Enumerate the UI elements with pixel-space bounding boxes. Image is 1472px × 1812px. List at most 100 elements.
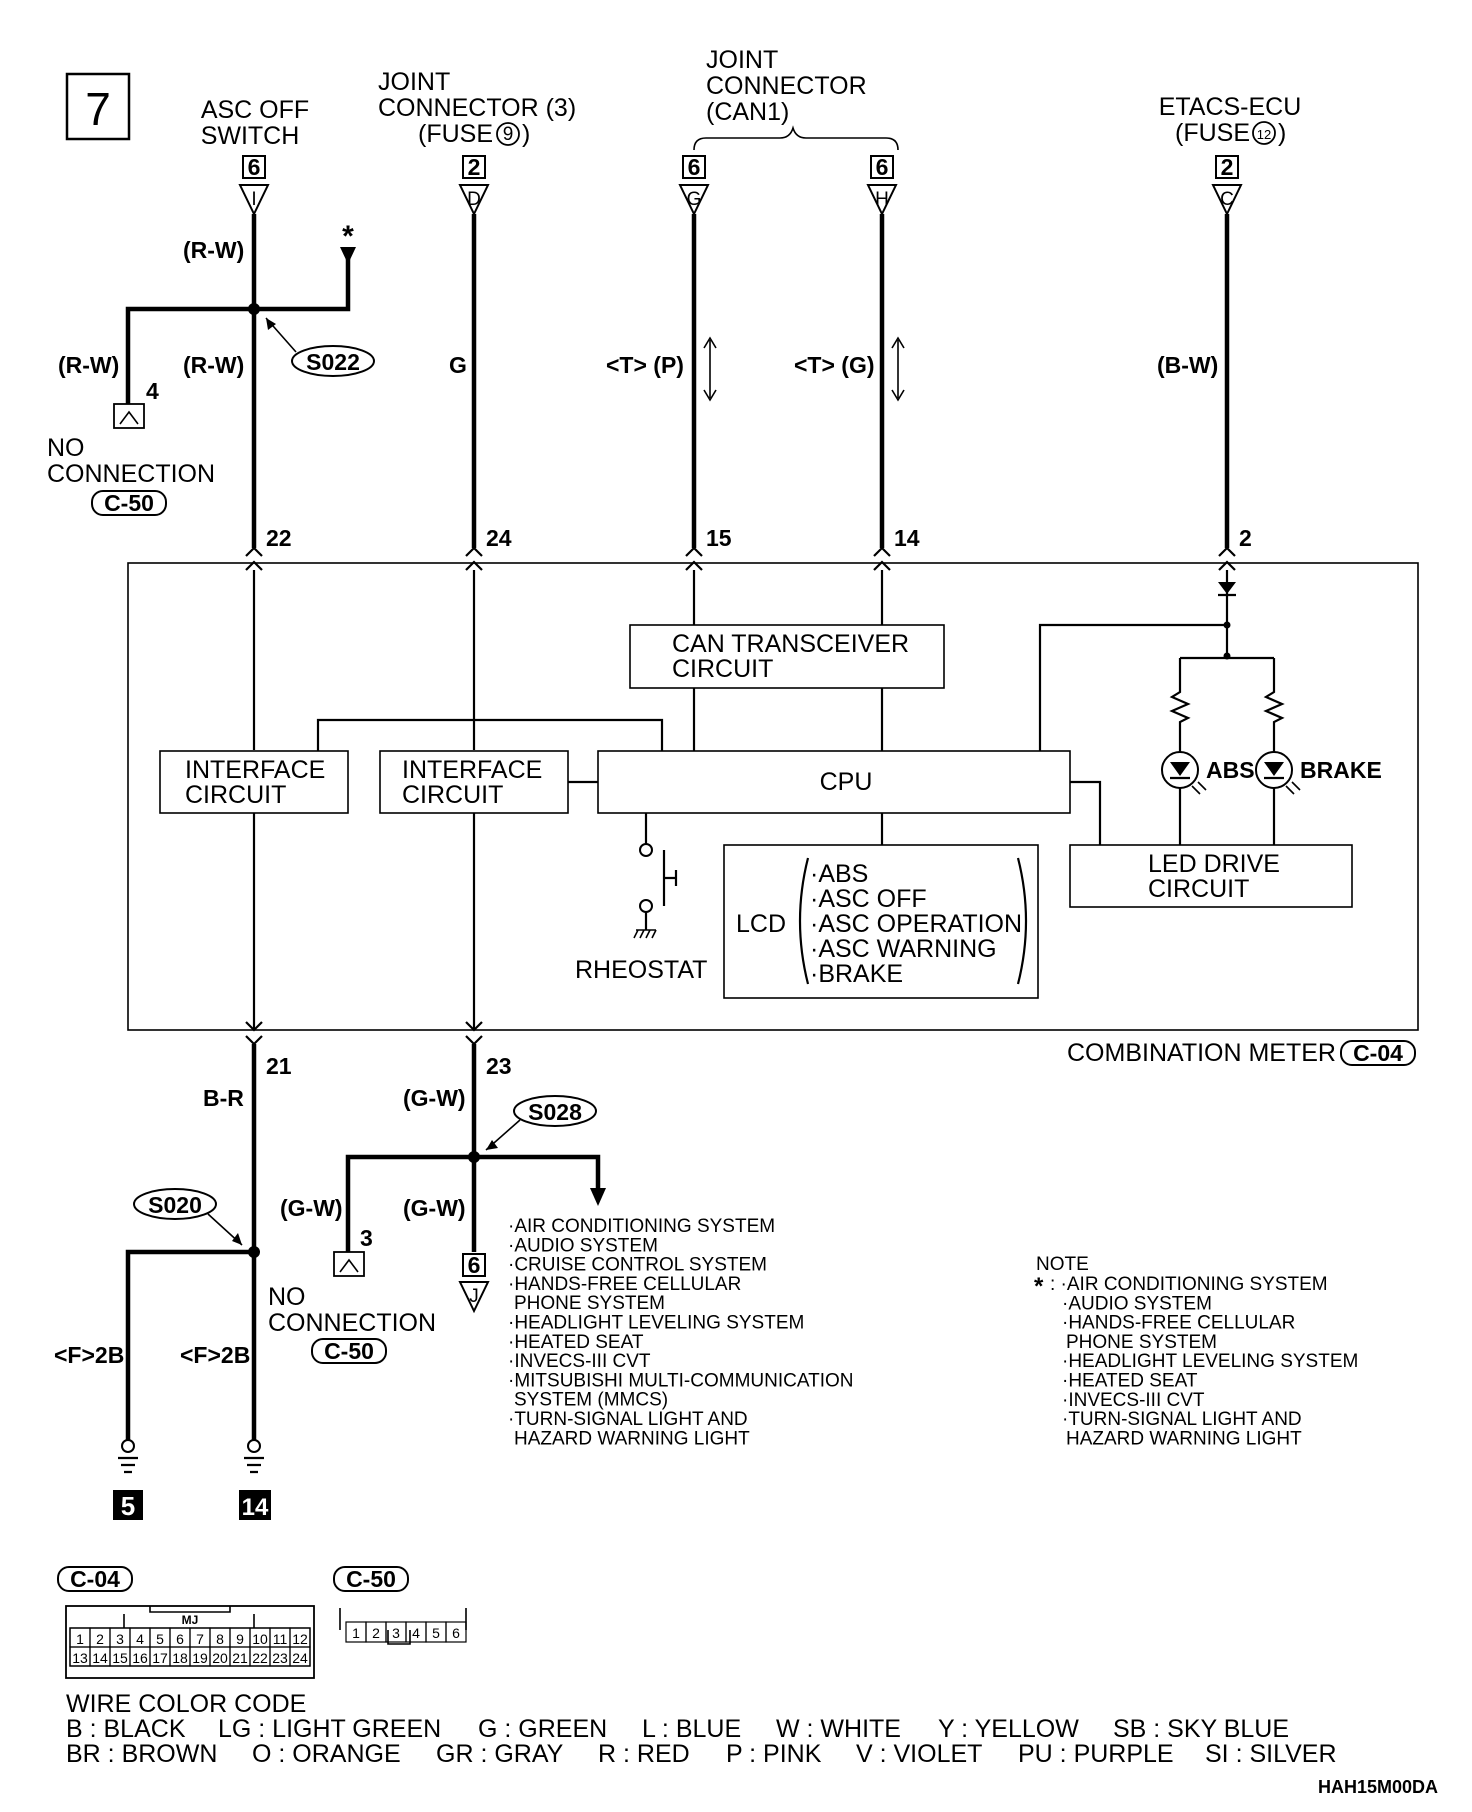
svg-text:12: 12	[1257, 127, 1271, 142]
c04-pin: 6	[176, 1631, 184, 1647]
meter-top-carets	[245, 546, 1236, 571]
splice-s022	[291, 345, 375, 377]
wire-color-entry: SB : SKY BLUE	[1113, 1715, 1289, 1743]
lcd-items: ·ABS ·ASC OFF ·ASC OPERATION ·ASC WARNIN…	[810, 860, 1022, 988]
svg-text:NO: NO	[268, 1283, 306, 1311]
wire-color-entry: L : BLUE	[642, 1715, 741, 1743]
svg-text:CIRCUIT: CIRCUIT	[1148, 875, 1249, 903]
pin-21: 21	[266, 1053, 292, 1079]
wire-color-entry: V : VIOLET	[856, 1740, 982, 1768]
pin-2: 2	[1239, 525, 1252, 551]
svg-text:ETACS-ECU: ETACS-ECU	[1159, 93, 1302, 121]
wire-color-entry: BR : BROWN	[66, 1740, 217, 1768]
label-g: G	[449, 352, 467, 378]
diode-etacs	[1218, 582, 1236, 594]
svg-text:9: 9	[503, 124, 514, 145]
page-number: 7	[85, 83, 111, 135]
resistor-abs	[1169, 688, 1191, 752]
wire-color-entry: Y : YELLOW	[938, 1715, 1079, 1743]
arrow-list-item: ·CRUISE CONTROL SYSTEM	[508, 1255, 767, 1276]
note-block: NOTE *	[1034, 1254, 1089, 1300]
svg-text:MJ: MJ	[182, 1613, 199, 1627]
wire-s020-branch	[125, 1249, 254, 1440]
note-line: ·AUDIO SYSTEM	[1062, 1293, 1212, 1314]
c04-pin: 21	[232, 1650, 248, 1666]
c04-pin: 12	[292, 1631, 308, 1647]
c04-pin: 20	[212, 1650, 228, 1666]
svg-text:(G-W): (G-W)	[280, 1195, 343, 1221]
c04-pin: 15	[112, 1650, 128, 1666]
c04-pin: 8	[216, 1631, 224, 1647]
svg-text:CIRCUIT: CIRCUIT	[672, 655, 773, 683]
abs-label: ABS	[1206, 757, 1255, 783]
arrow-list-item: SYSTEM (MMCS)	[514, 1390, 668, 1411]
svg-text:(G-W): (G-W)	[403, 1195, 466, 1221]
pin-15: 15	[706, 525, 732, 551]
arrow-list-item: ·TURN-SIGNAL LIGHT AND	[508, 1409, 748, 1430]
meter-caption: COMBINATION METER	[1067, 1039, 1336, 1067]
label-tg: <T> (G)	[794, 352, 875, 378]
arrow-list-item: ·AUDIO SYSTEM	[508, 1235, 658, 1256]
led-drive-block	[1069, 844, 1353, 908]
etacs-ecu-label: ETACS-ECU (FUSE 12 )	[1159, 93, 1302, 147]
wire-color-entry: B : BLACK	[66, 1715, 186, 1743]
svg-text:5: 5	[121, 1491, 135, 1521]
c04-pin: 5	[156, 1631, 164, 1647]
svg-text:2: 2	[1221, 154, 1234, 180]
c50-pin: 6	[452, 1625, 460, 1641]
rheostat-label: RHEOSTAT	[575, 956, 707, 984]
brake-led-icon	[1255, 751, 1301, 795]
can-transceiver-block	[629, 624, 945, 689]
splice-s028-dot	[468, 1151, 480, 1163]
c04-pin: 11	[273, 1631, 288, 1647]
joint-connector-3-label: JOINT CONNECTOR (3) (FUSE 9 )	[378, 68, 576, 148]
svg-text:CONNECTION: CONNECTION	[268, 1309, 436, 1337]
c04-pin: 1	[76, 1631, 84, 1647]
arrow-list-item: ·AIR CONDITIONING SYSTEM	[508, 1216, 775, 1237]
c04-pin: 23	[272, 1650, 288, 1666]
svg-text:CONNECTOR: CONNECTOR	[706, 72, 867, 100]
c04-pin: 13	[72, 1650, 88, 1666]
svg-text:LED DRIVE: LED DRIVE	[1148, 850, 1280, 878]
arrow-system-list: ·AIR CONDITIONING SYSTEM·AUDIO SYSTEM·CR…	[508, 1216, 854, 1449]
splice-s028	[513, 1095, 597, 1127]
wire-color-entry: R : RED	[598, 1740, 690, 1768]
wire-color-entry: SI : SILVER	[1205, 1740, 1337, 1768]
can-low-bidir-arrow	[891, 336, 905, 402]
c04-pin: 18	[172, 1650, 188, 1666]
svg-text:INTERFACE: INTERFACE	[185, 756, 325, 784]
wire-color-entry: W : WHITE	[776, 1715, 901, 1743]
internal-etacs-cpu	[1038, 623, 1227, 752]
svg-text:(G-W): (G-W)	[403, 1085, 466, 1111]
svg-text:(FUSE: (FUSE	[1175, 119, 1250, 147]
note-line: ·TURN-SIGNAL LIGHT AND	[1062, 1409, 1302, 1430]
connector-can1-h: 6 H	[866, 154, 898, 217]
splice-s022-dot	[248, 303, 260, 315]
svg-text:J: J	[469, 1286, 479, 1307]
c04-pin: 10	[252, 1631, 268, 1647]
combination-meter-box	[127, 562, 1419, 1031]
svg-text:(CAN1): (CAN1)	[706, 98, 789, 126]
svg-text:INTERFACE: INTERFACE	[402, 756, 542, 784]
svg-text:4: 4	[146, 378, 159, 404]
c04-pin-cell	[289, 1646, 311, 1667]
svg-text:6: 6	[468, 1252, 481, 1278]
wire-color-entry: LG : LIGHT GREEN	[218, 1715, 441, 1743]
resistor-brake	[1263, 688, 1285, 752]
svg-text:C-50: C-50	[324, 1338, 374, 1364]
svg-text:<F>2B: <F>2B	[180, 1342, 250, 1368]
svg-text:S022: S022	[306, 349, 360, 375]
svg-text:D: D	[467, 189, 481, 210]
brake-label: BRAKE	[1300, 757, 1382, 783]
diagram-code: HAH15M00DA	[1318, 1777, 1438, 1797]
c04-pin: 19	[192, 1650, 208, 1666]
svg-text:): )	[522, 120, 530, 148]
svg-text:·ABS: ·ABS	[810, 860, 868, 888]
svg-text:C-50: C-50	[346, 1566, 396, 1592]
lcd-block	[723, 844, 1039, 999]
svg-text:S020: S020	[148, 1192, 202, 1218]
